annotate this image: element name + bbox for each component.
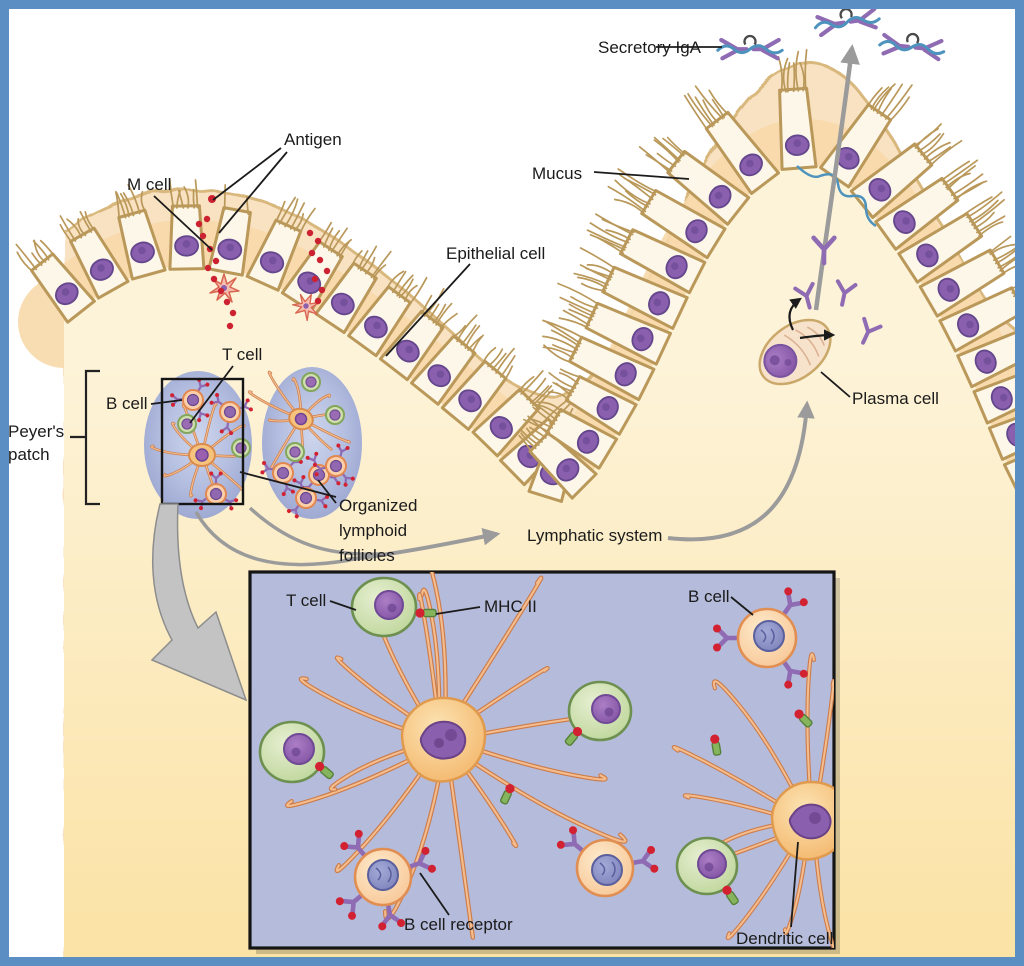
leader-b-cell — [150, 399, 183, 405]
peyers-patch-follicles — [144, 367, 365, 531]
leader-epithelial-cell — [385, 263, 471, 357]
transcytosis-arrow — [813, 44, 860, 311]
inset-box — [248, 570, 836, 950]
flow-arrows — [194, 44, 860, 567]
label-epithelial-cell: Epithelial cell — [446, 244, 545, 263]
from-lymphatic-arrow — [667, 400, 815, 542]
peyers-patch-bracket — [70, 369, 100, 506]
leader-lines — [150, 46, 851, 504]
label-inset-dendritic-cell: Dendritic cell — [736, 929, 833, 948]
label-organized-line1: Organized — [339, 496, 417, 515]
leader-inset-bcr — [419, 872, 450, 916]
label-peyers-line2: patch — [8, 445, 50, 464]
label-m-cell: M cell — [127, 175, 171, 194]
inset-b-cells — [334, 586, 809, 931]
dendritic-cell-graphic — [671, 652, 834, 948]
secretory-component-thread — [796, 165, 877, 228]
leader-t-cell — [189, 365, 234, 424]
label-organized-line3: follicles — [339, 546, 395, 565]
label-inset-b-cell-receptor: B cell receptor — [404, 915, 513, 934]
magnify-arrow — [150, 503, 248, 702]
inset-labels: T cell MHC II B cell B cell receptor Den… — [286, 587, 833, 948]
label-t-cell: T cell — [222, 345, 262, 364]
leader-inset-mhc — [435, 606, 481, 615]
leader-inset-t-cell — [329, 600, 357, 611]
main-labels: Secretory IgA Antigen M cell Mucus Epith… — [8, 38, 939, 565]
to-lymphatic-arrow — [344, 527, 501, 562]
leader-inset-dc — [790, 841, 799, 928]
label-mucus: Mucus — [532, 164, 582, 183]
label-organized-line2: lymphoid — [339, 521, 407, 540]
leader-follicles-2 — [317, 479, 337, 504]
label-secretory-iga: Secretory IgA — [598, 38, 702, 57]
label-antigen: Antigen — [284, 130, 342, 149]
lymph-feeder-arrow — [248, 506, 381, 556]
label-b-cell: B cell — [106, 394, 148, 413]
antibody-secretion-arrows — [788, 297, 836, 341]
leader-mucus — [593, 171, 690, 180]
leader-plasma-cell — [820, 371, 851, 398]
inset-leader-lines — [329, 596, 799, 928]
inset-t-cells — [258, 576, 739, 896]
label-inset-t-cell: T cell — [286, 591, 326, 610]
label-inset-mhc-ii: MHC II — [484, 597, 537, 616]
leader-follicles-1 — [239, 471, 337, 498]
leader-antigen-2 — [218, 151, 288, 234]
label-inset-b-cell: B cell — [688, 587, 730, 606]
label-plasma-cell: Plasma cell — [852, 389, 939, 408]
label-peyers-line1: Peyer's — [8, 422, 64, 441]
leader-m-cell — [153, 195, 213, 251]
magnified-region-box — [160, 377, 245, 506]
epithelium — [15, 49, 1019, 503]
label-lymphatic-system: Lymphatic system — [527, 526, 662, 545]
magnified-inset: T cell MHC II B cell B cell receptor Den… — [248, 570, 840, 954]
leader-antigen-1 — [212, 147, 282, 201]
leader-inset-b-cell — [730, 596, 754, 616]
lymph-feeder-arrow — [194, 511, 351, 567]
inset-content — [258, 572, 834, 948]
